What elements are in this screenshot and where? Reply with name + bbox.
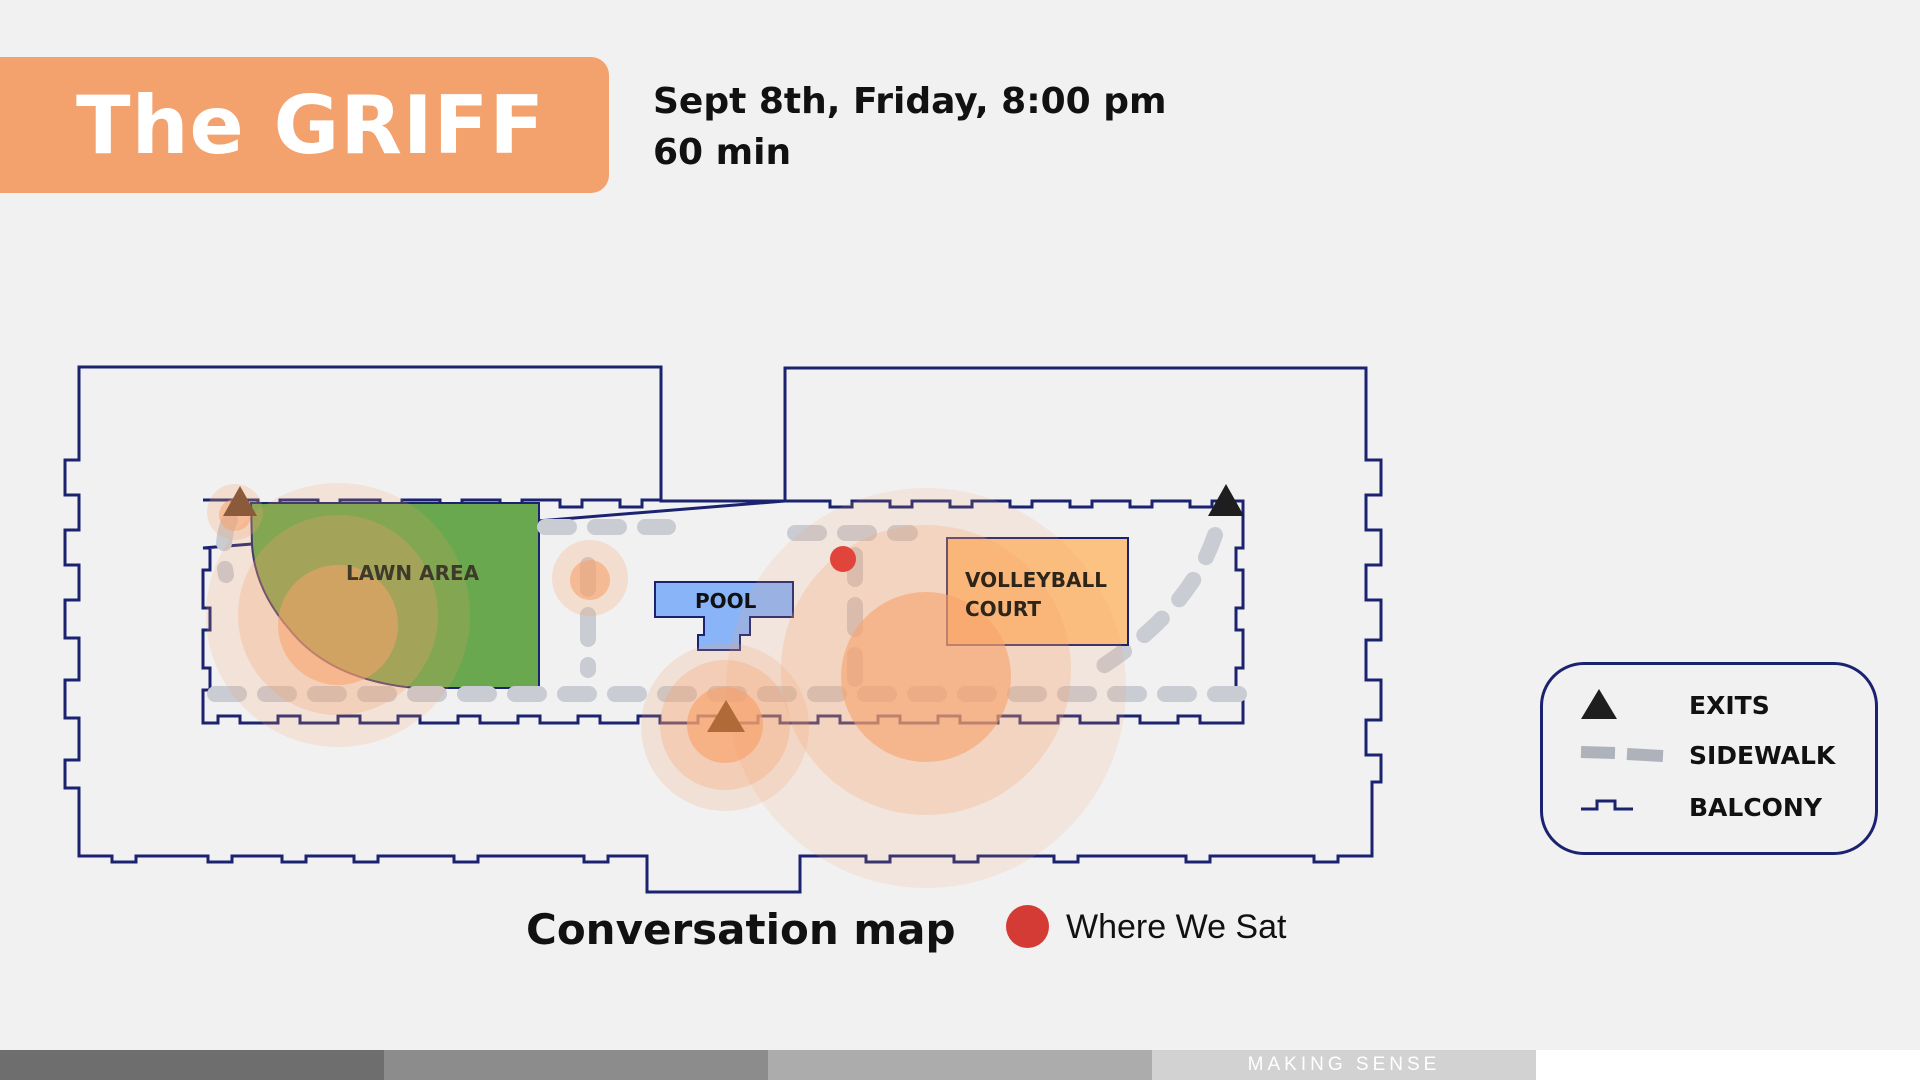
where-we-sat-dot (1006, 905, 1049, 948)
legend-row-exits: EXITS (1543, 685, 1875, 725)
event-info: Sept 8th, Friday, 8:00 pm 60 min (653, 76, 1167, 178)
building-outline (63, 365, 1383, 894)
legend-balcony-label: BALCONY (1689, 793, 1822, 822)
seat-marker (830, 546, 856, 572)
footer-brand: MAKING SENSE (1247, 1054, 1441, 1075)
legend-exits-label: EXITS (1689, 691, 1770, 720)
footer-segment (768, 1050, 1152, 1080)
exit-icon (223, 486, 257, 516)
page-title: The GRIFF (76, 78, 545, 172)
lawn-area-label: LAWN AREA (346, 561, 480, 585)
balcony-icon (1581, 799, 1633, 811)
map-caption: Conversation map (526, 905, 956, 954)
footer-segment (1152, 1050, 1536, 1080)
title-banner: The GRIFF (0, 57, 609, 193)
legend: EXITS SIDEWALK BALCONY (1540, 662, 1878, 855)
event-duration: 60 min (653, 132, 792, 173)
volleyball-label-line1: VOLLEYBALL (965, 568, 1107, 592)
pool (654, 581, 794, 651)
exit-icon (1581, 689, 1617, 719)
footer-segment (1536, 1050, 1920, 1080)
volleyball-label-line2: COURT (965, 597, 1041, 621)
legend-row-sidewalk: SIDEWALK (1543, 735, 1875, 775)
where-we-sat-label: Where We Sat (1066, 908, 1287, 946)
legend-row-balcony: BALCONY (1543, 787, 1875, 827)
exit-icon (1208, 484, 1244, 516)
pool-label: POOL (695, 589, 757, 613)
footer-bar (0, 1050, 1920, 1080)
footer-segment (384, 1050, 768, 1080)
footer-segment (0, 1050, 384, 1080)
conversation-heat (206, 483, 1126, 888)
sidewalk-icon (1580, 746, 1664, 762)
legend-sidewalk-label: SIDEWALK (1689, 741, 1836, 770)
exit-icon (707, 700, 745, 732)
event-date: Sept 8th, Friday, 8:00 pm (653, 81, 1167, 122)
